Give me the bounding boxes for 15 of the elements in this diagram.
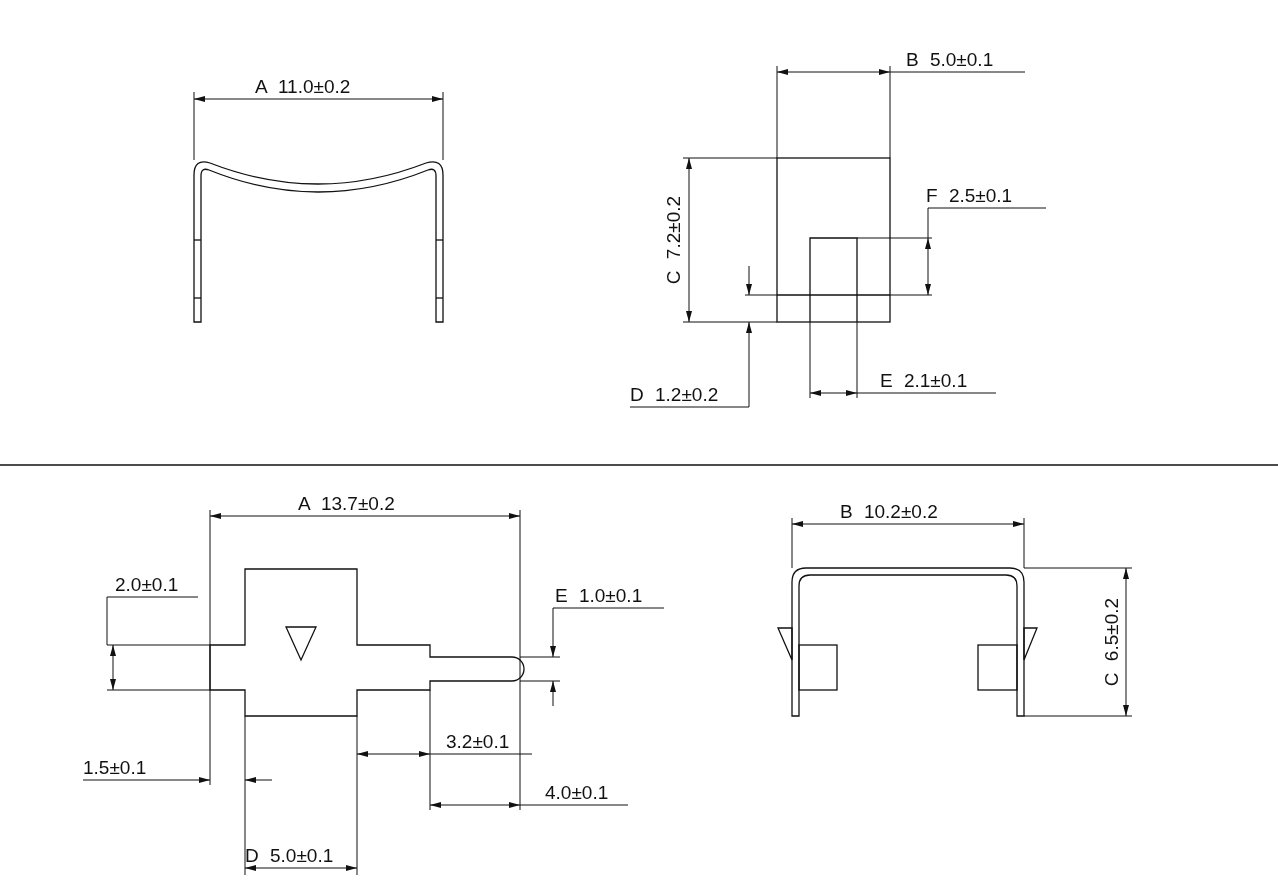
dimension-label: C 6.5±0.2 [1101, 597, 1123, 687]
dimension-label: 3.2±0.1 [446, 731, 510, 753]
dimension-label: A 11.0±0.2 [255, 76, 351, 98]
dimension-label: C 7.2±0.2 [663, 195, 685, 285]
dimension-label: D 5.0±0.1 [245, 845, 334, 867]
dimension-label: E 1.0±0.1 [555, 585, 643, 607]
dimension-label: B 5.0±0.1 [906, 49, 994, 71]
dimension-label: D 1.2±0.2 [630, 384, 719, 406]
dimension-label: F 2.5±0.1 [926, 185, 1013, 207]
dimension-label: 2.0±0.1 [115, 574, 179, 596]
dimension-label: 4.0±0.1 [545, 782, 609, 804]
dimension-label: E 2.1±0.1 [880, 370, 968, 392]
dimension-label: B 10.2±0.2 [840, 501, 938, 523]
dimension-label: 1.5±0.1 [83, 757, 147, 779]
dimension-label: A 13.7±0.2 [298, 493, 395, 515]
